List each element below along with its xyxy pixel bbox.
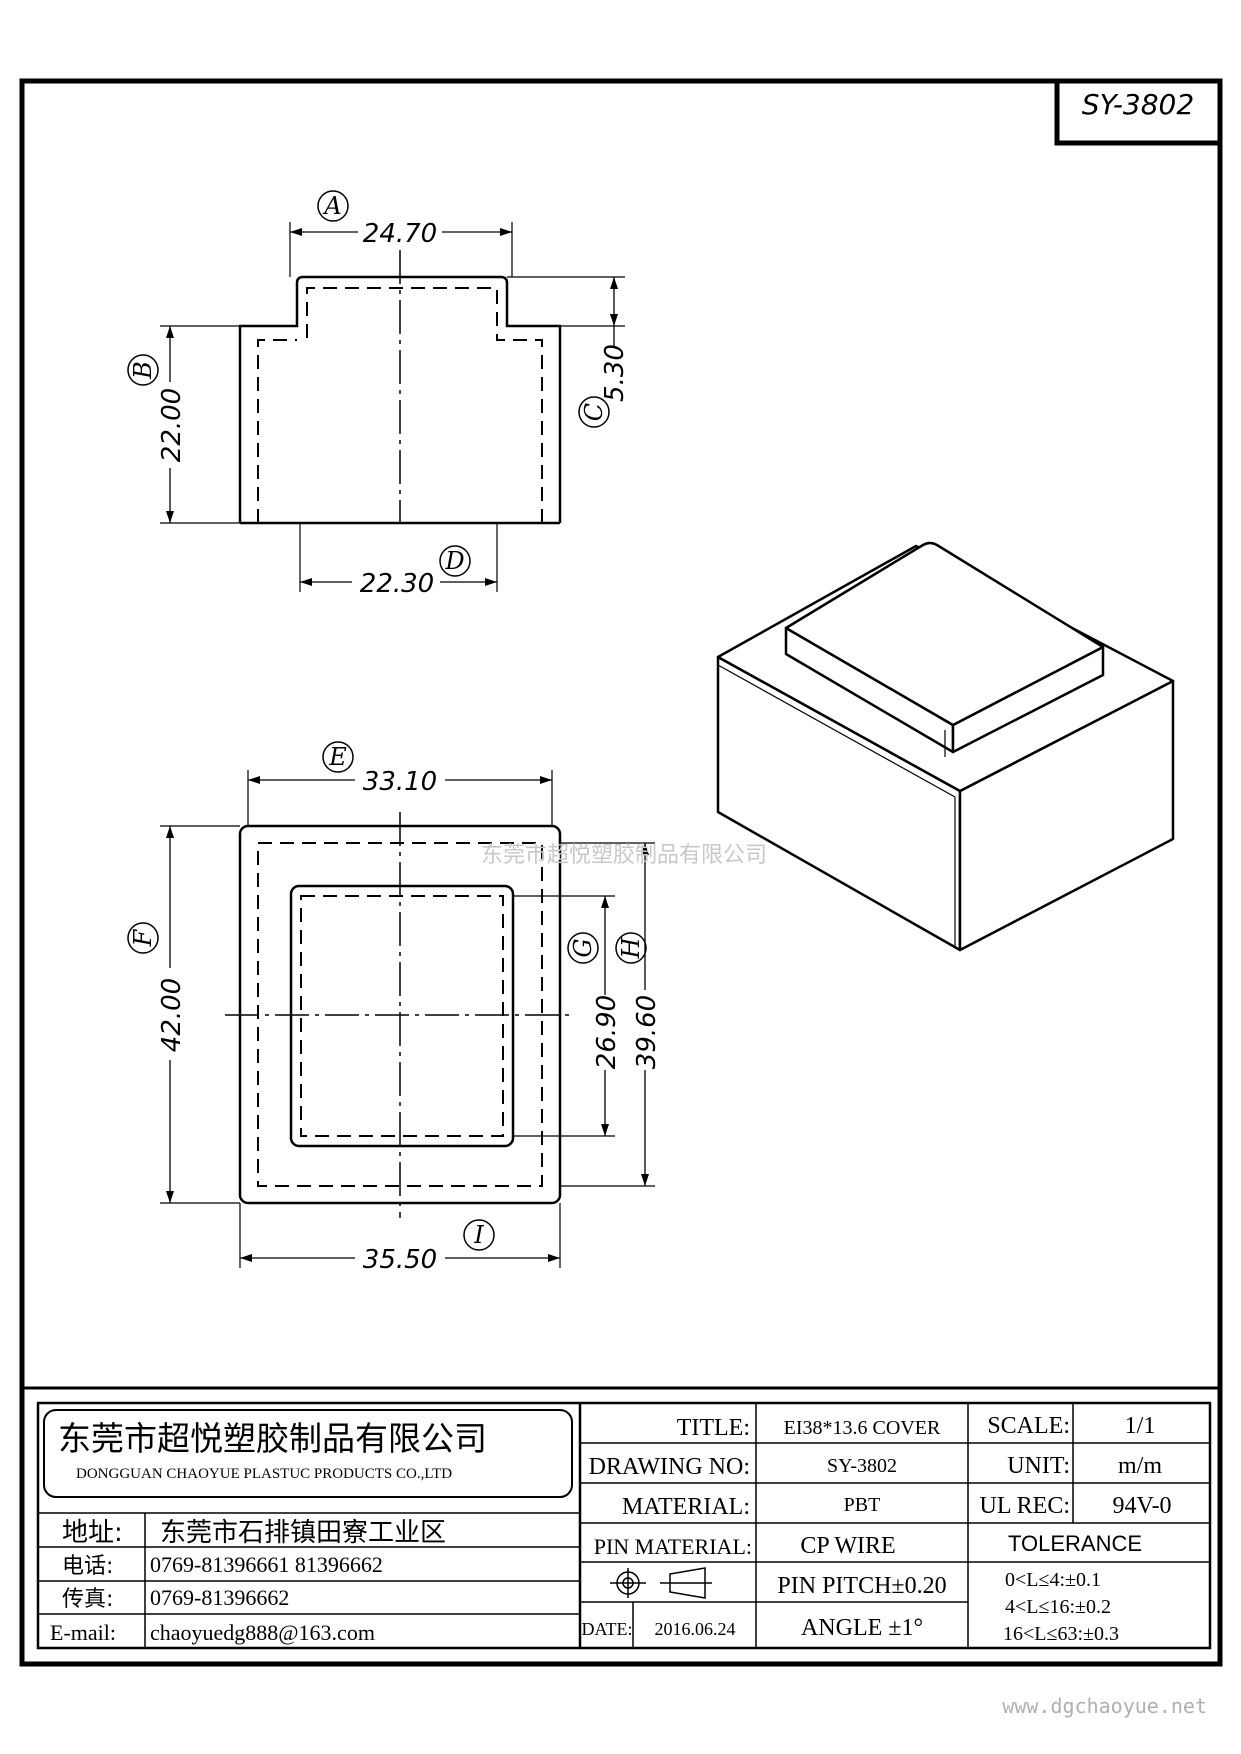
- company-name-cn: 东莞市超悦塑胶制品有限公司: [58, 1419, 487, 1458]
- drawing-frame: [19, 78, 1223, 1667]
- material-value: PBT: [844, 1494, 881, 1516]
- dimension-e-value: 33.10: [363, 767, 437, 797]
- ul-rec-label: UL REC:: [980, 1493, 1070, 1519]
- dimension-i-value: 35.50: [363, 1245, 437, 1275]
- pin-pitch: PIN PITCH±0.20: [777, 1573, 946, 1599]
- scale-label: SCALE:: [987, 1413, 1070, 1439]
- side-view: [160, 222, 625, 592]
- dimension-f: F: [127, 922, 159, 954]
- dimension-c: C: [578, 396, 610, 428]
- angle-tolerance: ANGLE ±1°: [801, 1615, 923, 1641]
- material-label: MATERIAL:: [622, 1494, 750, 1520]
- dimension-f-value: 42.00: [157, 978, 187, 1052]
- dimension-g: G: [567, 932, 599, 964]
- drawing-no-label: DRAWING NO:: [589, 1454, 750, 1480]
- top-view: [160, 770, 655, 1268]
- scale-value: 1/1: [1125, 1413, 1156, 1439]
- title-label: TITLE:: [677, 1415, 750, 1441]
- dimension-f-letter: F: [129, 928, 157, 947]
- dimension-b: B: [127, 354, 159, 386]
- phone-value: 0769-81396661 81396662: [150, 1552, 383, 1577]
- isometric-view: [716, 541, 1175, 952]
- tolerance-line-3: 16<L≤63:±0.3: [1003, 1623, 1119, 1645]
- tolerance-line-1: 0<L≤4:±0.1: [1005, 1569, 1101, 1591]
- title-block: 东莞市超悦塑胶制品有限公司 DONGGUAN CHAOYUE PLASTUC P…: [22, 1386, 1220, 1650]
- website-text: www.dgchaoyue.net: [1002, 1694, 1207, 1718]
- dimension-h: H: [615, 932, 647, 964]
- unit-label: UNIT:: [1007, 1453, 1070, 1479]
- drawing-number-box: SY-3802: [1054, 78, 1223, 146]
- pin-material-label: PIN MATERIAL:: [594, 1534, 752, 1559]
- dimension-c-value: 5.30: [600, 344, 630, 402]
- dimension-g-letter: G: [569, 938, 597, 957]
- watermark-text: 东莞市超悦塑胶制品有限公司: [481, 843, 767, 868]
- fax-label: 传真:: [62, 1587, 113, 1612]
- unit-value: m/m: [1118, 1453, 1162, 1479]
- ul-rec-value: 94V-0: [1112, 1493, 1171, 1519]
- dimension-b-letter: B: [129, 361, 157, 380]
- email-value: chaoyuedg888@163.com: [150, 1620, 375, 1645]
- dimension-h-letter: H: [617, 936, 645, 959]
- dimension-b-value: 22.00: [157, 388, 187, 462]
- dimension-i-letter: I: [473, 1221, 484, 1249]
- pin-material-value: CP WIRE: [800, 1533, 895, 1559]
- dimension-a-value: 24.70: [363, 219, 437, 249]
- dimension-a: A 24.70: [317, 190, 437, 249]
- dimension-i: I 35.50: [363, 1219, 495, 1275]
- company-name-en: DONGGUAN CHAOYUE PLASTUC PRODUCTS CO.,LT…: [76, 1466, 452, 1482]
- dimension-g-value: 26.90: [592, 995, 622, 1069]
- dimension-h-value: 39.60: [632, 995, 662, 1069]
- address-value: 东莞市石排镇田寮工业区: [160, 1518, 446, 1548]
- projection-symbol-icon: [610, 1567, 712, 1599]
- dimension-d: D 22.30: [360, 545, 471, 599]
- fax-value: 0769-81396662: [150, 1585, 289, 1610]
- date-label: DATE:: [582, 1619, 633, 1639]
- drawing-number-text: SY-3802: [1082, 88, 1194, 121]
- email-label: E-mail:: [50, 1620, 116, 1645]
- phone-label: 电话:: [62, 1554, 113, 1579]
- tolerance-line-2: 4<L≤16:±0.2: [1005, 1596, 1111, 1618]
- address-label: 地址:: [62, 1518, 123, 1548]
- dimension-a-letter: A: [322, 192, 341, 220]
- drawing-no-value: SY-3802: [827, 1455, 897, 1477]
- dimension-e: E 33.10: [322, 741, 437, 797]
- title-value: EI38*13.6 COVER: [784, 1417, 941, 1439]
- dimension-d-letter: D: [444, 547, 464, 575]
- dimension-e-letter: E: [328, 743, 347, 771]
- dimension-c-letter: C: [580, 403, 608, 421]
- dimension-d-value: 22.30: [360, 569, 434, 599]
- tolerance-label: TOLERANCE: [1008, 1531, 1142, 1556]
- date-value: 2016.06.24: [655, 1619, 736, 1639]
